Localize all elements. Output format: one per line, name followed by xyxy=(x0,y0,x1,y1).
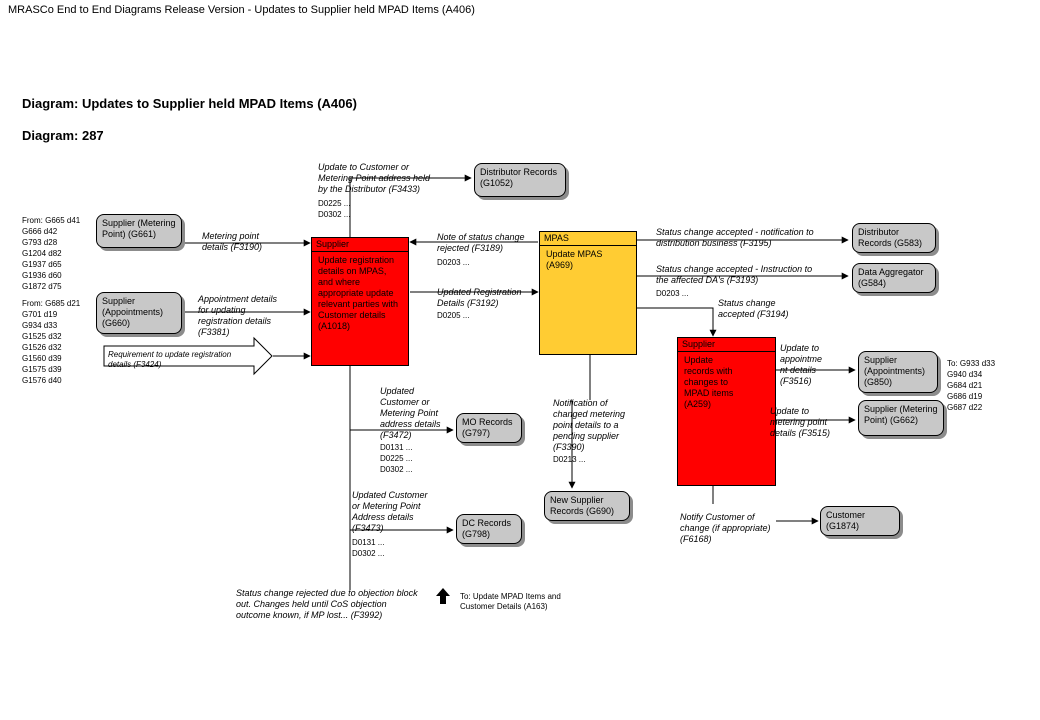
flow-codes-f3189: D0203 ... xyxy=(437,258,470,267)
flow-label-f3433: Update to Customer or Metering Point add… xyxy=(318,162,431,194)
diagram-number: Diagram: 287 xyxy=(22,128,104,143)
flow-label-f3516: Update to appointme nt details (F3516) xyxy=(780,343,823,386)
process-owner-label: Supplier xyxy=(312,238,408,252)
store-supplier-metering-g662: Supplier (Metering Point) (G662) xyxy=(858,400,944,436)
flow-codes-f3472: D0131 ... D0225 ... D0302 ... xyxy=(380,443,413,474)
store-distributor-g1052: Distributor Records (G1052) xyxy=(474,163,566,197)
flow-label-f3515: Update to metering point details (F3515) xyxy=(770,406,831,438)
diagram-title: Diagram: Updates to Supplier held MPAD I… xyxy=(22,96,357,111)
store-new-supplier: New Supplier Records (G690) xyxy=(544,491,630,521)
process-owner-label: Supplier xyxy=(678,338,775,352)
flow-label-f3390: Notification of changed metering point d… xyxy=(553,398,626,452)
flow-label-f6168: Notify Customer of change (if appropriat… xyxy=(680,512,771,544)
flow-label-f3189: Note of status change rejected (F3189) xyxy=(437,232,525,253)
store-customer: Customer (G1874) xyxy=(820,506,900,536)
flow-label-f3190: Metering point details (F3190) xyxy=(202,231,263,252)
flow-label-f3992: Status change rejected due to objection … xyxy=(236,588,418,620)
process-supplier-update-records: Supplier Update records with changes to … xyxy=(677,337,776,486)
store-supplier-appointments-g660: Supplier (Appointments) (G660) xyxy=(96,292,182,334)
flow-label-f3472: Updated Customer or Metering Point addre… xyxy=(380,386,441,440)
codes-from-1: From: G665 d41 G666 d42 G793 d28 G1204 d… xyxy=(22,216,81,291)
flow-codes-f3433: D0225 ... D0302 ... xyxy=(318,199,351,219)
flow-label-f3381: Appointment details for updating registr… xyxy=(198,294,278,337)
flow-label-f3192: Updated Registration Details (F3192) xyxy=(437,287,522,308)
codes-from-2: From: G685 d21 G701 d19 G934 d33 G1525 d… xyxy=(22,299,81,385)
store-distributor-g583: Distributor Records (G583) xyxy=(852,223,936,253)
flow-codes-f3193: D0203 ... xyxy=(656,289,689,298)
process-owner-label: MPAS xyxy=(540,232,636,246)
flow-label-f3193: Status change accepted - Instruction to … xyxy=(656,264,813,285)
store-dc-records: DC Records (G798) xyxy=(456,514,522,544)
process-mpas-update: MPAS Update MPAS (A969) xyxy=(539,231,637,355)
store-mo-records: MO Records (G797) xyxy=(456,413,522,443)
store-supplier-metering-g661: Supplier (Metering Point) (G661) xyxy=(96,214,182,248)
flow-label-f3473: Updated Customer or Metering Point Addre… xyxy=(352,490,428,533)
flow-codes-f3192: D0205 ... xyxy=(437,311,470,320)
process-description: Update records with changes to MPAD item… xyxy=(684,355,734,409)
flow-codes-f3390: D0213 ... xyxy=(553,455,586,464)
flow-codes-f3473: D0131 ... D0302 ... xyxy=(352,538,385,558)
flow-label-f3194: Status change accepted (F3194) xyxy=(718,298,789,319)
process-description: Update registration details on MPAS, and… xyxy=(318,255,399,331)
codes-to: To: G933 d33 G940 d34 G684 d21 G686 d19 … xyxy=(947,359,996,412)
process-description: Update MPAS (A969) xyxy=(546,249,603,270)
to-note: To: Update MPAD Items and Customer Detai… xyxy=(460,592,561,611)
process-supplier-update-registration: Supplier Update registration details on … xyxy=(311,237,409,366)
store-supplier-appointments-g850: Supplier (Appointments) (G850) xyxy=(858,351,938,393)
flow-label-f3195: Status change accepted - notification to… xyxy=(656,227,814,248)
page-title: MRASCo End to End Diagrams Release Versi… xyxy=(8,4,475,16)
store-data-aggregator: Data Aggregator (G584) xyxy=(852,263,936,293)
requirement-label: Requirement to update registration detai… xyxy=(108,350,232,369)
up-arrow-icon xyxy=(436,588,450,604)
